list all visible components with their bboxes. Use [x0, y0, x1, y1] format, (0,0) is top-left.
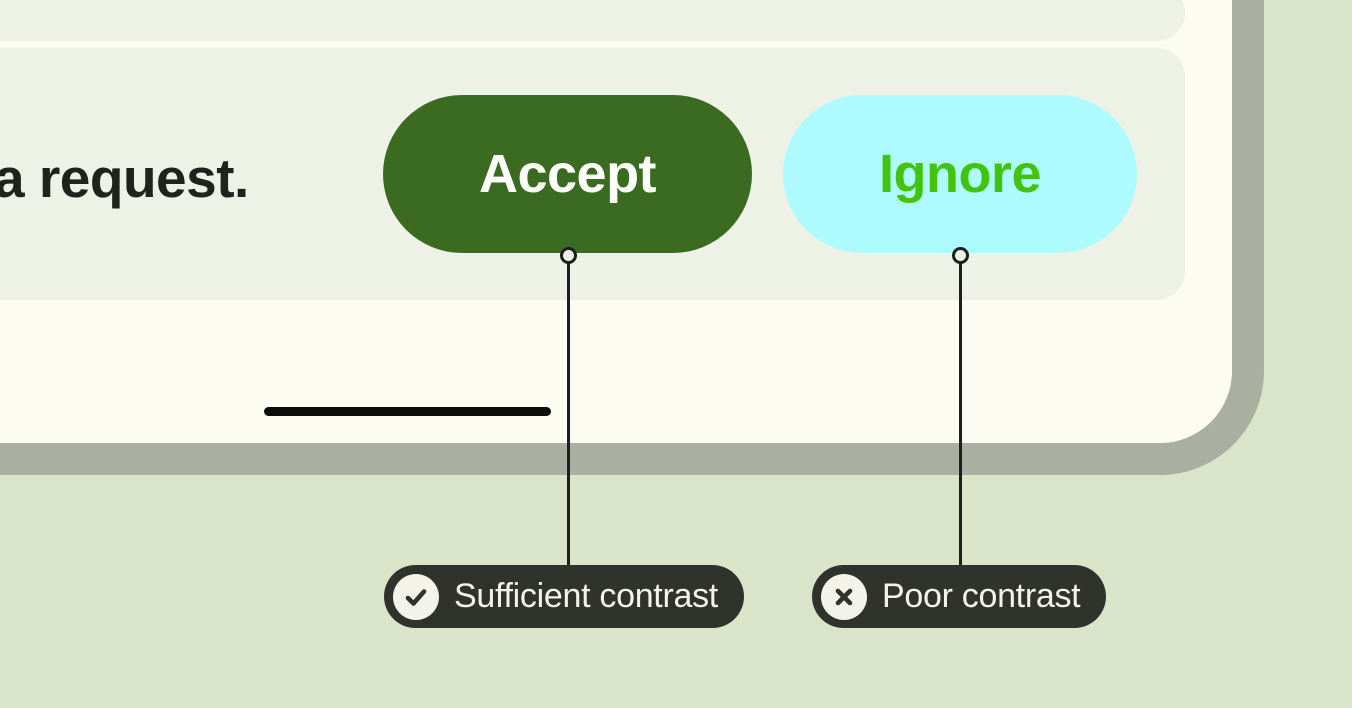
callout-label: Sufficient contrast	[454, 577, 718, 615]
callout-label: Poor contrast	[882, 577, 1081, 615]
annotation-leader-line	[959, 255, 962, 568]
accept-button[interactable]: Accept	[383, 95, 752, 253]
notification-message-fragment: a request.	[0, 147, 249, 209]
poor-contrast-callout: Poor contrast	[812, 565, 1107, 628]
home-indicator-bar	[264, 407, 551, 416]
annotation-anchor-dot	[560, 247, 577, 264]
notification-card-partial	[0, 0, 1185, 41]
x-icon	[821, 573, 867, 620]
annotation-anchor-dot	[952, 247, 969, 264]
ignore-button[interactable]: Ignore	[783, 95, 1137, 253]
check-icon	[393, 573, 439, 620]
sufficient-contrast-callout: Sufficient contrast	[384, 565, 744, 628]
annotation-leader-line	[567, 255, 570, 568]
